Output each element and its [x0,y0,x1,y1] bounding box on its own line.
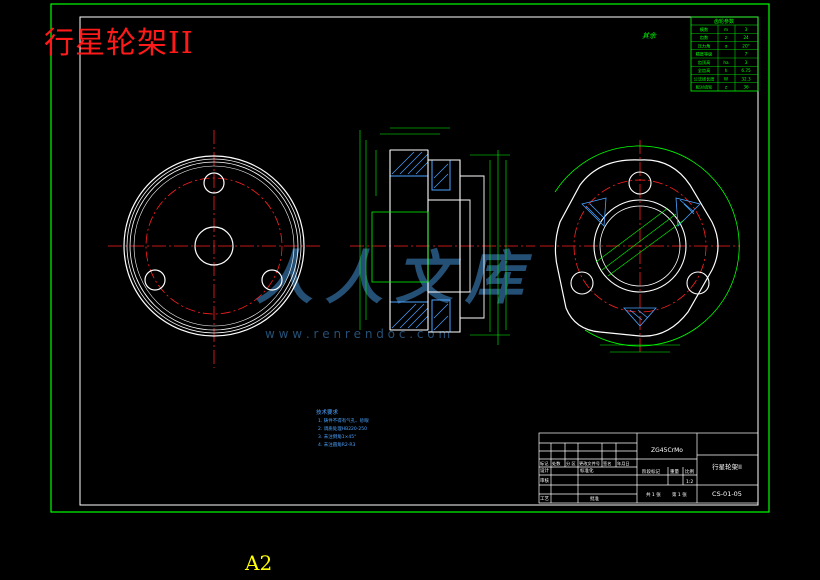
gear-table-cell: 20° [742,43,749,48]
hatch-lines [391,151,449,331]
gear-table-cell: z [725,35,728,40]
bore-outline [371,211,429,283]
gear-table-cell: 3 [745,27,748,32]
dimension-lines [359,127,510,345]
watermark-text: 人人文库 [255,244,535,312]
outer-rim-2 [126,158,302,334]
gear-table-cell: h [725,68,728,73]
gear-table-cell: W [724,76,728,81]
outer-arc-dim [554,145,740,347]
tech-req-item: 4. 未注圆角R2-R3 [318,441,355,448]
outer-rim [123,155,305,337]
carrier-view-right [540,140,740,355]
scale-label: 比例 [685,468,694,475]
gear-table-title: 齿轮参数 [714,18,734,25]
planet-hole-top [628,171,652,195]
row-label-process: 工艺 [540,496,549,502]
tech-req-item: 3. 未注倒角1×45° [318,433,356,440]
revision-header-label: 标记 [540,460,549,467]
gear-table-cell: m [724,27,728,32]
center-bore [194,226,234,266]
title-block [538,432,759,504]
weight-label: 重量 [670,468,679,475]
rim-4 [133,165,295,327]
gear-table-cell: 7 [745,52,748,57]
gear-table-cell: ha [723,60,729,65]
hub-steps [428,175,485,319]
watermark: 人人文库 w w w . r e n r e n d o c . c o m [255,244,535,341]
carrier-bore [599,205,681,287]
gear-table-cell: 精度等级 [696,51,714,58]
section-view-middle [350,127,535,345]
carrier-outline [554,159,719,337]
carrier-hatch [581,197,701,327]
pin-hole-right [261,269,283,291]
gear-table-cell: 公法线长度 [694,75,716,82]
gear-table-rows: 模数 m 3 齿数 z 24 压力角 α 20° 精度等级 7 齿顶高 ha 3 全齿高 h 6.75 公法线长度… [694,26,751,91]
std-label: 标准化 [580,467,594,474]
revision-header-labels: 标记处数分 区更改文件号签名年月日 [540,460,630,467]
pin-hole-top [203,172,225,194]
tech-req-title: 技术要求 [316,408,339,416]
stage-label: 阶段标记 [642,468,660,475]
gear-table-cell: 6.75 [741,68,751,73]
sheets-total: 共 1 张 [646,491,661,498]
gear-parameter-table: 齿轮参数 模数 m 3 齿数 z 24 压力角 α 20° 精度等级 7 齿顶高 ha 3 全齿高 h 6.75… [690,16,759,92]
carrier-dim-lines [595,207,685,353]
title-block-text: ZG45CrMo 行星轮架II CS-01-05 标记处数分 区更改文件号签名年… [540,447,742,502]
gear-table-cell: z [725,85,728,90]
row-label-review: 审核 [540,477,549,484]
gear-table-cell: 齿数 [700,34,709,41]
gear-table-cell: 全齿高 [698,67,711,74]
gear-table-cell: α [725,43,728,48]
drawing-title: 行星轮架II [44,26,194,61]
watermark-url: w w w . r e n r e n d o c . c o m [265,327,450,341]
planet-hole-right [686,271,710,295]
gear-table-cell: 配对齿轮 [696,84,714,91]
gear-table-cell: 模数 [700,26,709,33]
drawing-number: CS-01-05 [712,490,742,498]
inner-drawing-frame [79,16,759,506]
outer-rim-3 [129,161,299,331]
roughness-note: 其余 [642,32,657,40]
sheet-size-label: A2 [245,551,273,575]
gear-table-cell: 32.3 [741,76,751,81]
approve-label: 批准 [590,495,599,502]
pitch-circle [145,177,283,315]
material: ZG45CrMo [651,447,683,454]
pin-hole-left [144,269,166,291]
row-label-design: 设计 [540,467,549,474]
part-name: 行星轮架II [712,462,742,471]
planet-hole-left [570,271,594,295]
gear-table-cell: 压力角 [698,42,711,49]
front-view-left [108,130,320,368]
carrier-inner-ring [593,199,687,293]
scale-value: 1:2 [686,479,693,485]
revision-header-label: 签名 [603,460,611,467]
gear-table-cell: 3 [745,60,748,65]
revision-header-label: 分 区 [566,460,576,467]
revision-header-label: 年月日 [617,460,630,467]
gear-table-cell: 36 [743,85,749,90]
revision-header-label: 处数 [552,460,561,467]
hatch-top-left [389,149,429,177]
tech-req-item: 2. 调质处理HB220-250 [318,425,367,432]
gear-table-cell: 齿顶高 [698,59,711,66]
outer-sheet-border [50,3,770,513]
gear-table-cell: 24 [743,35,749,40]
revision-header-label: 更改文件号 [579,460,600,467]
sheet-number: 第 1 张 [672,491,687,498]
tech-req-item: 1. 铸件不得有气孔、砂眼 [318,417,369,424]
